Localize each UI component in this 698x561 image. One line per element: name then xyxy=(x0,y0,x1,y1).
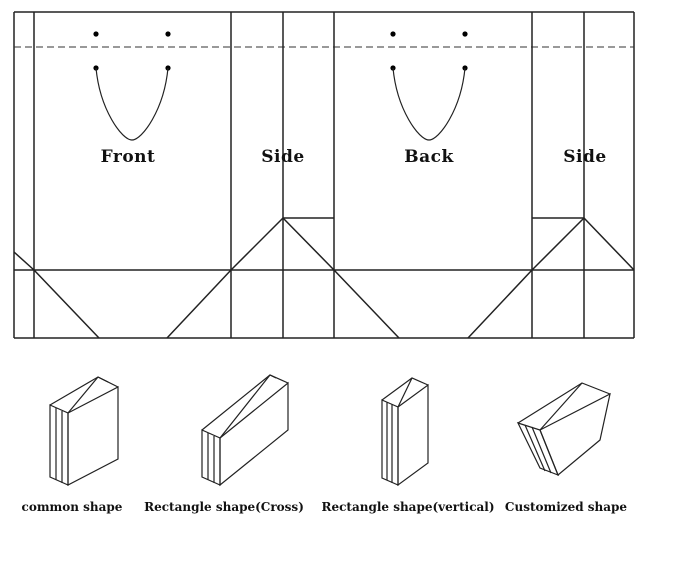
punch-hole-icon xyxy=(390,31,396,37)
punch-hole-icon xyxy=(93,31,99,37)
rope-handle-icon xyxy=(95,67,169,141)
rectangle-vertical-bag-icon xyxy=(381,377,429,487)
punch-hole-icon xyxy=(462,31,468,37)
shape-label-rectangle-vertical: Rectangle shape(vertical) xyxy=(321,500,494,514)
punch-hole-icon xyxy=(165,31,171,37)
shape-label-rectangle-cross: Rectangle shape(Cross) xyxy=(144,500,304,514)
rectangle-cross-bag-icon xyxy=(201,374,289,487)
dieline xyxy=(13,11,635,339)
shape-label-common: common shape xyxy=(22,500,123,514)
back-handle xyxy=(390,31,468,141)
front-handle xyxy=(93,31,171,141)
common-shape-bag-icon xyxy=(49,376,119,486)
panel-label-side: Side xyxy=(563,147,606,167)
customized-shape-bag-icon xyxy=(516,382,611,477)
rope-handle-icon xyxy=(392,67,466,141)
panel-label-back: Back xyxy=(404,147,454,167)
panel-label-front: Front xyxy=(101,147,156,167)
panel-label-side: Side xyxy=(261,147,304,167)
shape-label-customized: Customized shape xyxy=(505,500,627,514)
